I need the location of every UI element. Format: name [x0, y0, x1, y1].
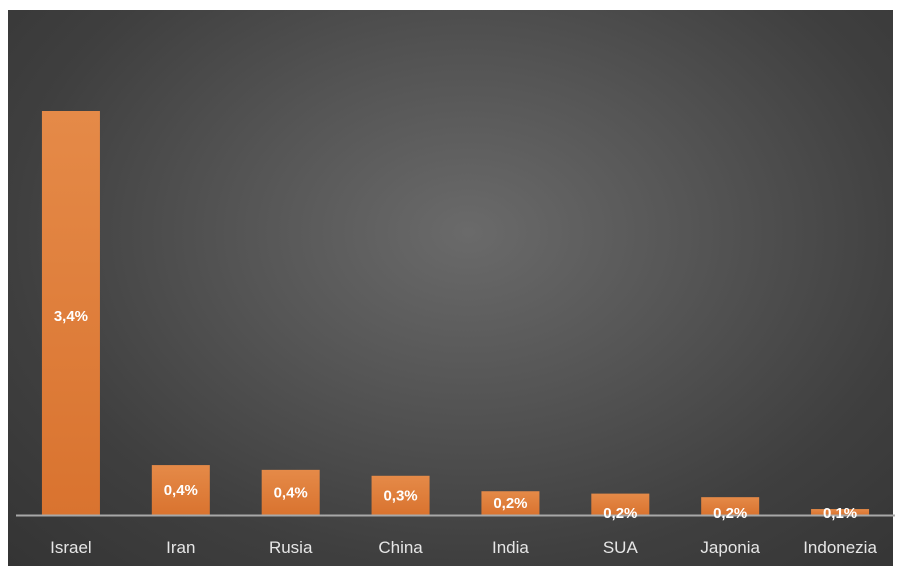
- tick-label-rusia: Rusia: [269, 538, 313, 557]
- data-label-china: 0,3%: [383, 487, 417, 504]
- data-label-israel: 3,4%: [54, 308, 88, 325]
- data-labels: 3,4% 0,4% 0,4% 0,3% 0,2% 0,2% 0,2% 0,1%: [54, 308, 857, 522]
- tick-label-india: India: [492, 538, 529, 557]
- data-label-iran: 0,4%: [164, 482, 198, 499]
- bar-rusia: [261, 469, 320, 515]
- bar-israel: [41, 111, 100, 515]
- data-label-rusia: 0,4%: [274, 484, 308, 501]
- data-label-india: 0,2%: [493, 495, 527, 512]
- data-label-indonezia: 0,1%: [823, 505, 857, 522]
- bar-india: [481, 491, 540, 515]
- data-label-japonia: 0,2%: [713, 505, 747, 522]
- tick-label-china: China: [378, 538, 423, 557]
- bar-sua: [591, 493, 650, 515]
- tick-label-japonia: Japonia: [700, 538, 760, 557]
- bar-iran: [151, 465, 210, 515]
- bar-china: [371, 475, 430, 515]
- bar-indonezia: [811, 509, 870, 515]
- tick-label-indonezia: Indonezia: [803, 538, 877, 557]
- tick-label-sua: SUA: [603, 538, 639, 557]
- bar-japonia: [701, 497, 760, 515]
- data-label-sua: 0,2%: [603, 505, 637, 522]
- x-axis-tick-labels: Israel Iran Rusia China India SUA Japonia Indon…: [50, 538, 877, 557]
- tick-label-iran: Iran: [166, 538, 195, 557]
- tick-label-israel: Israel: [50, 538, 92, 557]
- bar-series: [41, 111, 870, 515]
